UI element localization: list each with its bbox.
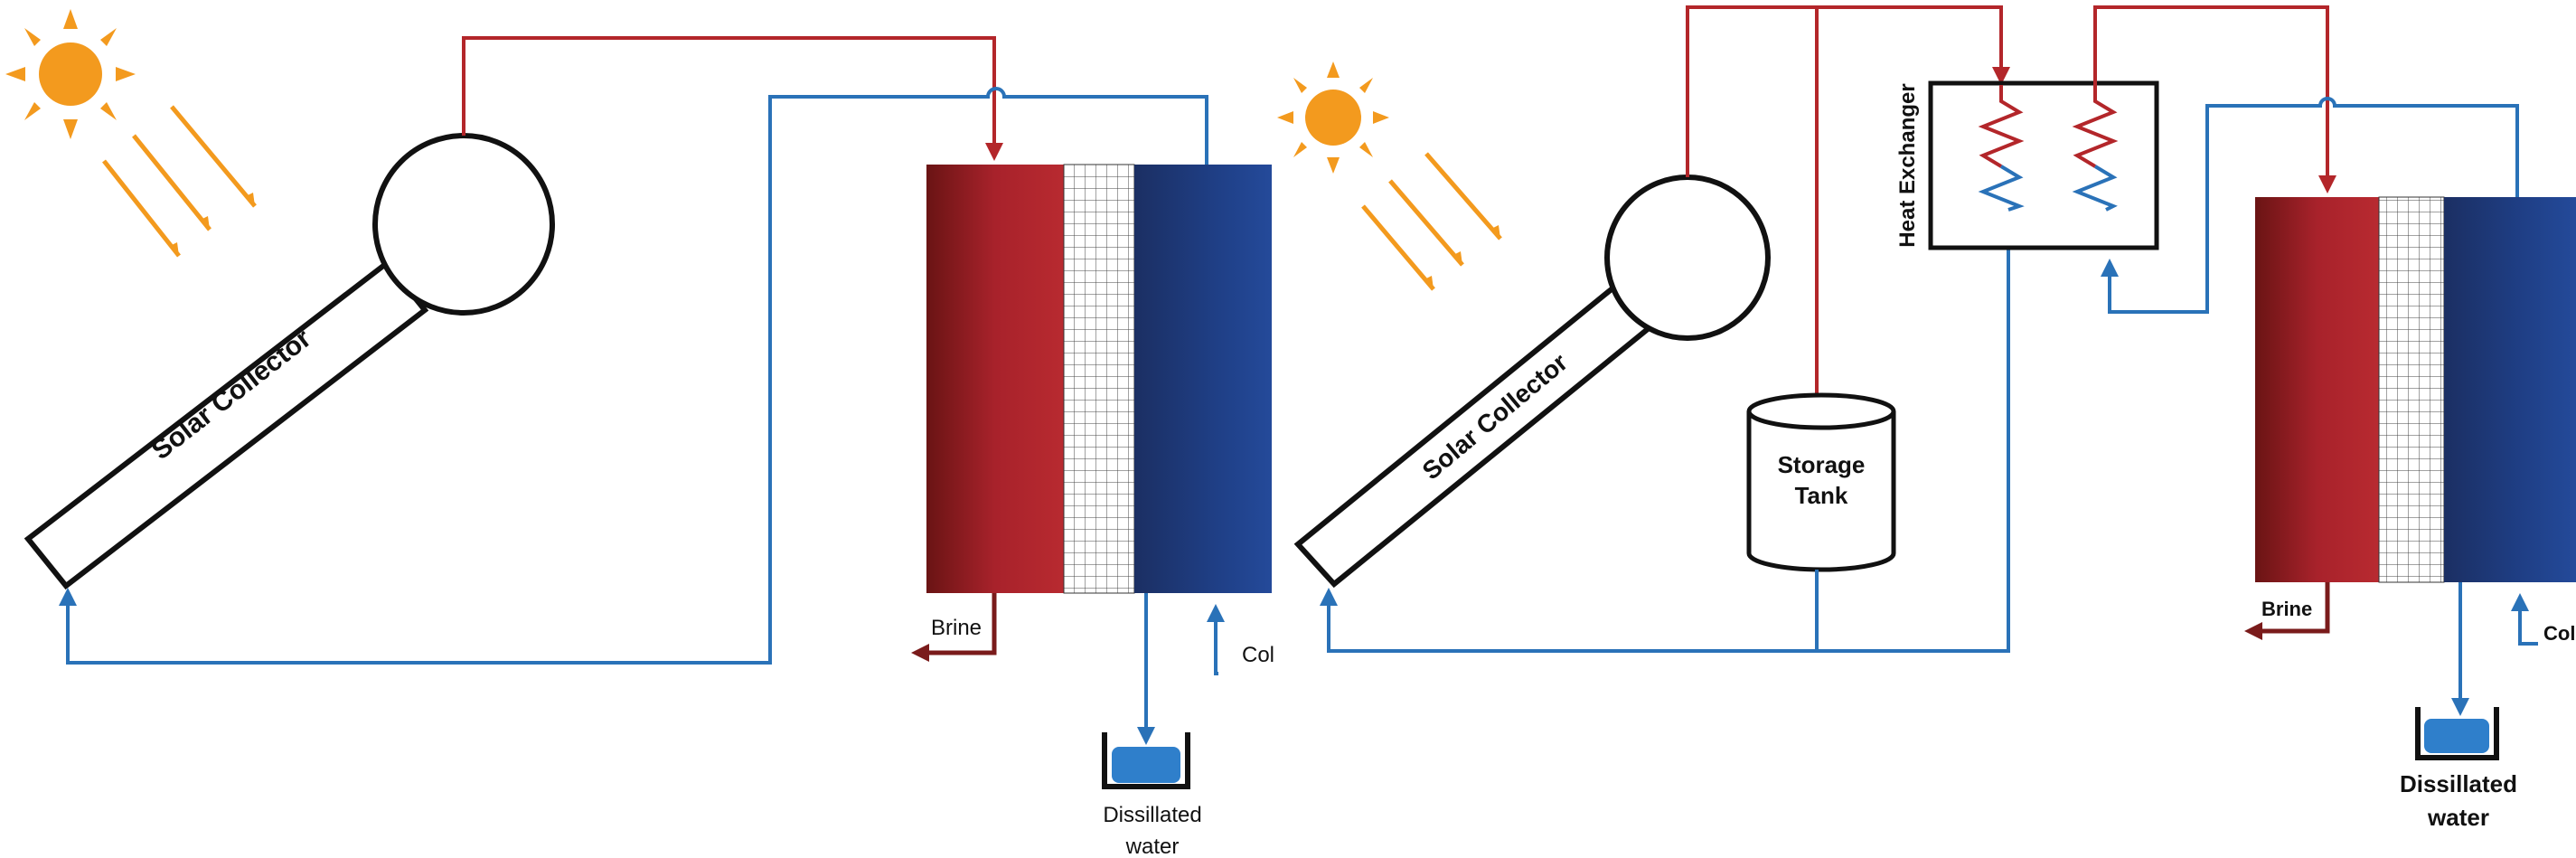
distilled-label-2: water — [2427, 804, 2489, 831]
brine-label: Brine — [2261, 598, 2312, 620]
md-module — [926, 164, 1272, 594]
membrane — [2378, 196, 2445, 583]
membrane — [1063, 164, 1135, 594]
cold-channel — [1134, 165, 1272, 593]
brine-label: Brine — [931, 616, 982, 640]
heat-exchanger-label: Heat Exchanger — [1895, 83, 1920, 247]
hot-channel — [2255, 197, 2379, 582]
md-module — [2255, 196, 2576, 583]
storage-tank: Storage Tank — [1746, 392, 1896, 572]
cold-inlet — [2518, 606, 2538, 646]
tank-label-2: Tank — [1795, 482, 1848, 509]
sun-icon — [1277, 61, 1389, 174]
hot-pipe — [462, 36, 996, 152]
left-system: Solar Collector Brine Dissillated water — [5, 9, 1274, 858]
brine-outlet — [922, 593, 997, 655]
cold-inlet — [1214, 615, 1218, 675]
collector-hot-pipe — [1686, 5, 2003, 177]
cold-channel — [2444, 197, 2576, 582]
distilled-label-1: Dissillated — [1103, 803, 1201, 827]
collector-label: Solar Collector — [1417, 348, 1574, 486]
tank-label-1: Storage — [1778, 451, 1866, 478]
cold-label: Col — [2543, 622, 2575, 645]
distillate-container — [2415, 707, 2499, 760]
md-return-pipe — [2108, 97, 2519, 314]
collector-return-pipe — [1327, 206, 2010, 653]
brine-outlet — [2255, 582, 2330, 634]
distilled-label-2: water — [1125, 834, 1180, 858]
return-pipe — [66, 87, 1208, 665]
right-system: Solar Collector Storage Tank Heat Exchan… — [1277, 5, 2576, 831]
cold-label: Col — [1242, 643, 1274, 667]
heat-exchanger: Heat Exchanger — [1895, 80, 2159, 250]
md-hot-pipe — [2093, 5, 2329, 183]
sun-rays — [1361, 152, 1502, 291]
hot-channel — [926, 165, 1064, 593]
sun-rays — [102, 105, 257, 258]
solar-collector: Solar Collector — [24, 133, 555, 590]
distillate-container — [1102, 732, 1190, 789]
distilled-label-1: Dissillated — [2400, 770, 2517, 797]
sun-icon — [5, 9, 136, 139]
solar-collector: Solar Collector — [1293, 174, 1771, 589]
